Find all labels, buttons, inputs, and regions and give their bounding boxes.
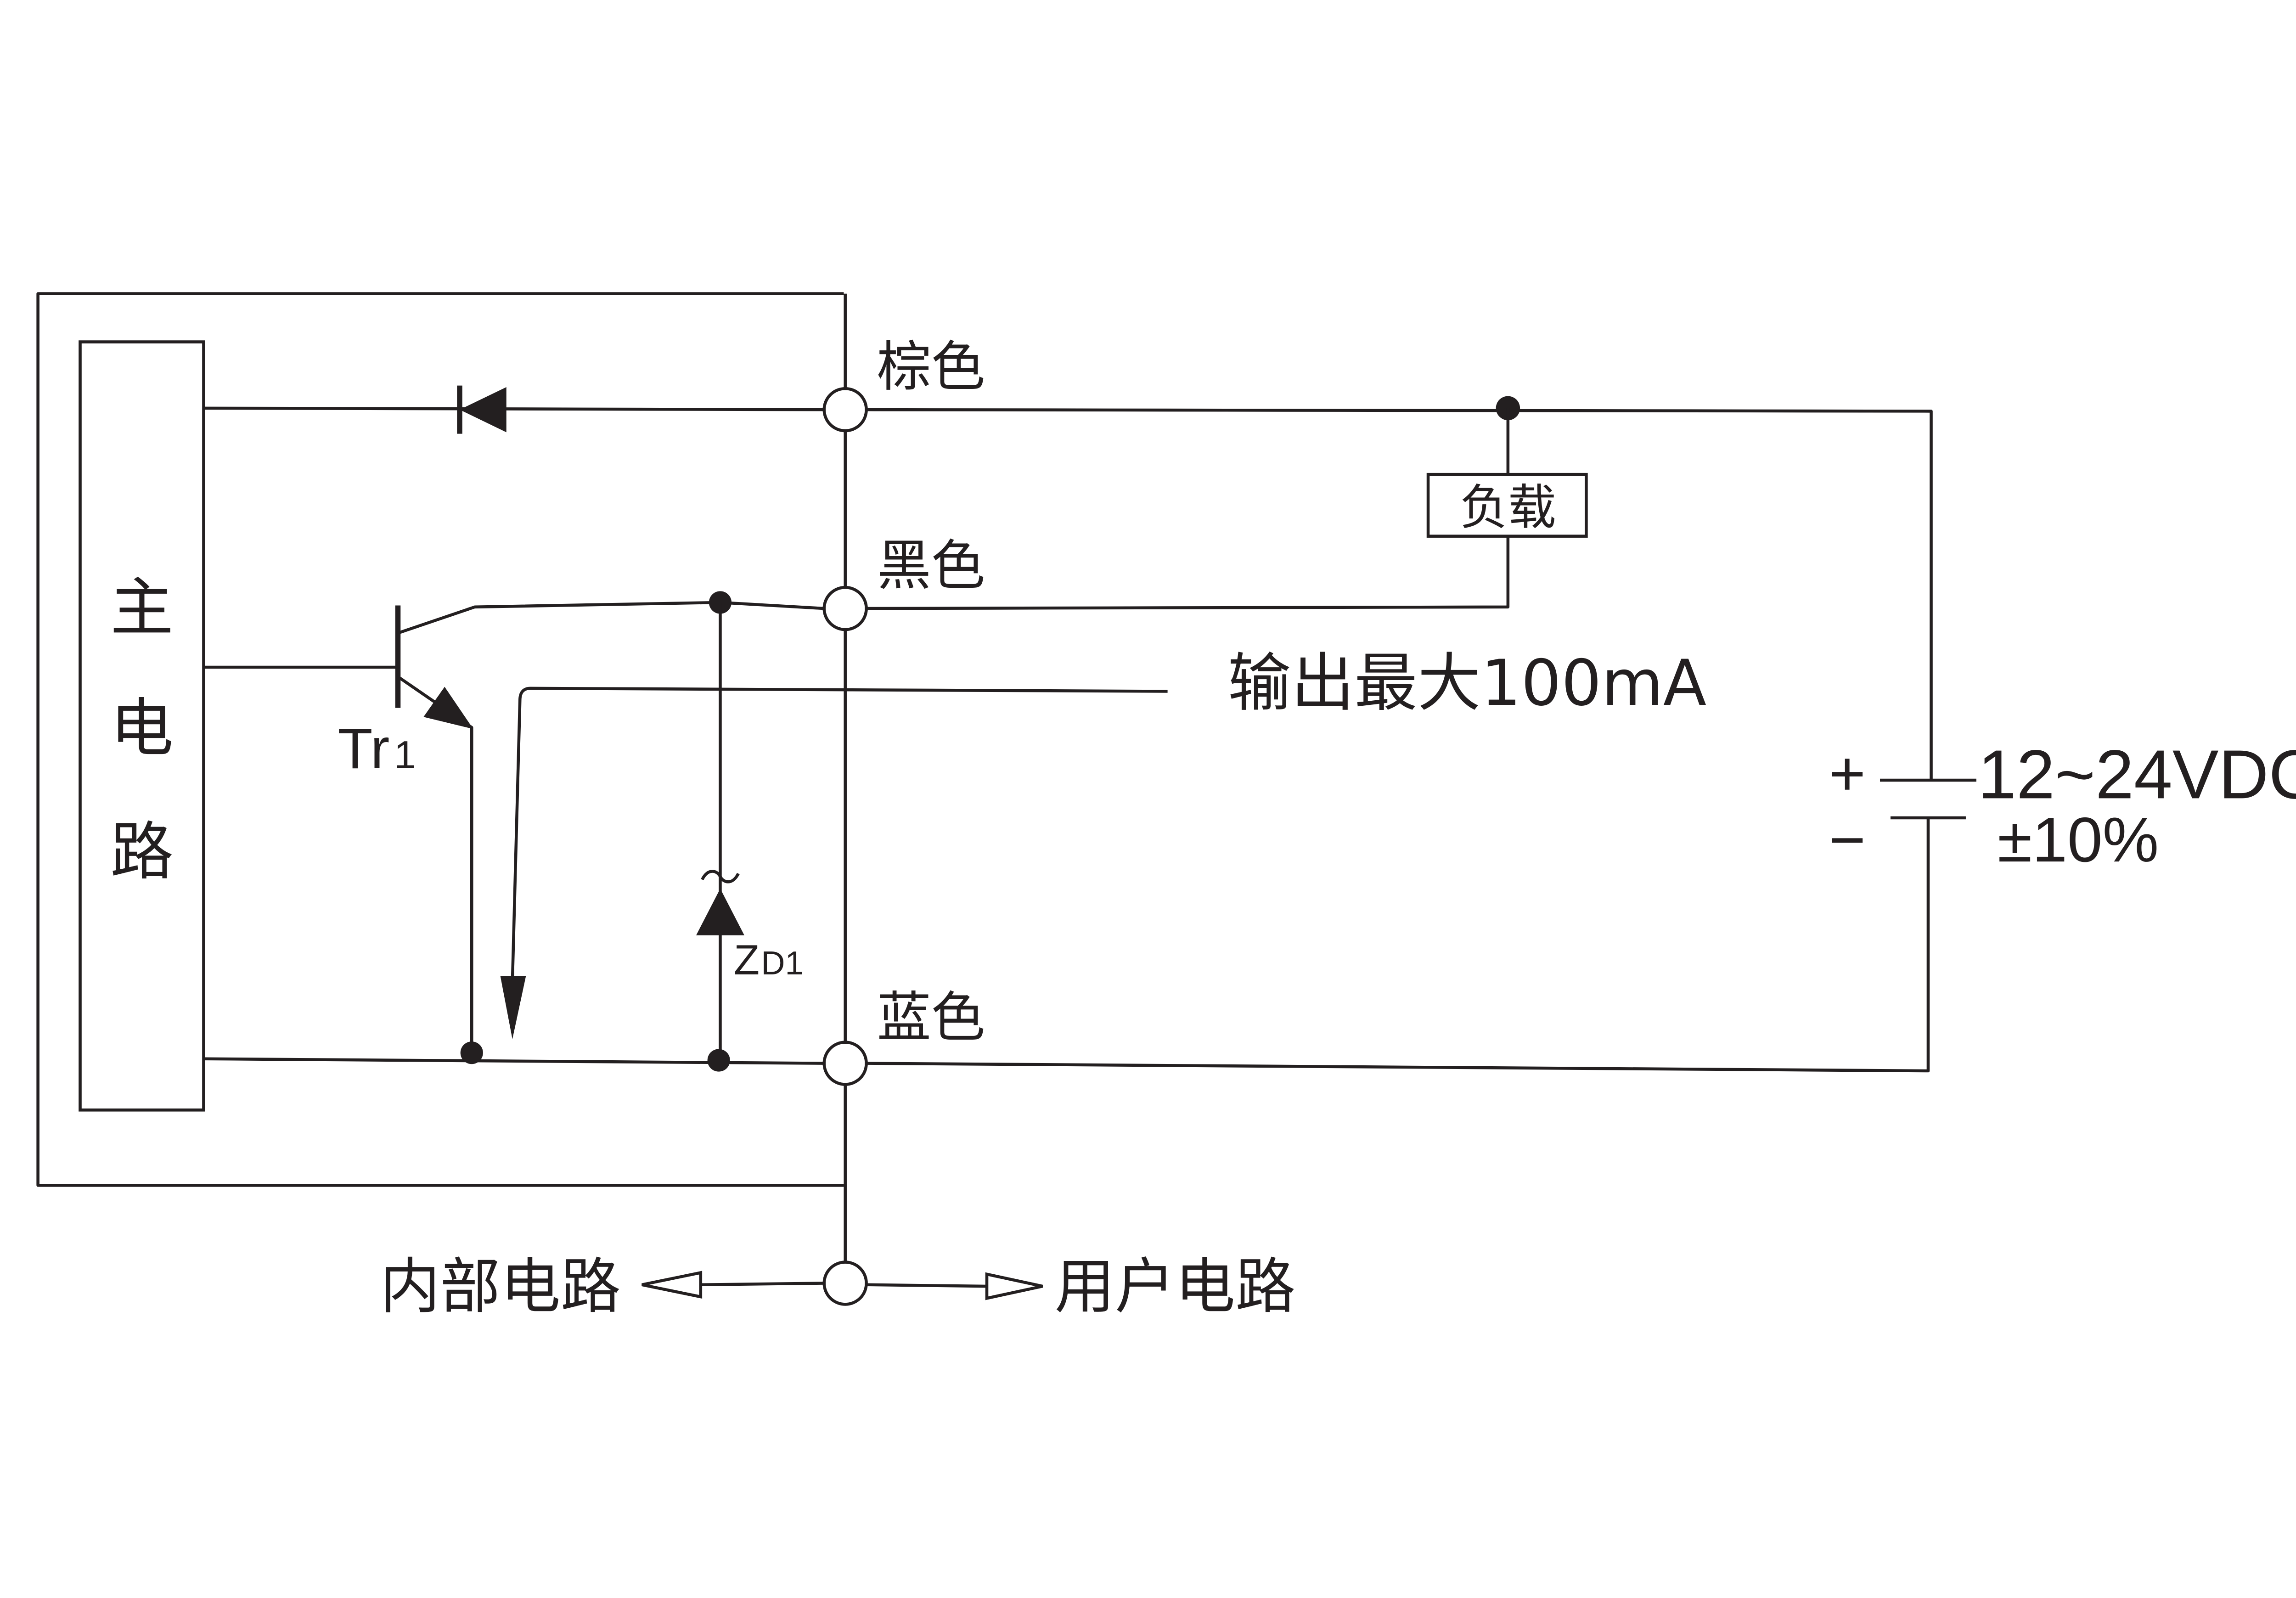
- transistor-emitter-arrow-icon: [423, 686, 473, 729]
- supply-tolerance-label: ±10%: [1998, 805, 2159, 875]
- output-current-note: 输出最大100mA: [1228, 647, 1706, 720]
- zener-label-sub: D1: [761, 945, 803, 982]
- legend-internal-label: 内部电路: [380, 1251, 621, 1322]
- output-current-path: [511, 686, 1168, 982]
- supply-voltage-label: 12~24VDC: [1978, 735, 2296, 813]
- load-label: 负载: [1460, 479, 1556, 535]
- zener-top-junction-dot: [709, 591, 732, 614]
- main-circuit-label-3: 路: [110, 815, 174, 889]
- main-circuit-block: [79, 340, 205, 1112]
- terminal-black-label: 黑色: [877, 534, 985, 597]
- sensor-housing-outline: [36, 292, 844, 1187]
- zener-diode-triangle: [696, 889, 744, 935]
- black-wire-internal: [399, 601, 824, 634]
- supply-minus-sign: −: [1829, 805, 1865, 875]
- legend-user-arrow-icon: [985, 1272, 1043, 1300]
- terminal-blue: [822, 1041, 868, 1086]
- black-wire-external: [866, 536, 1510, 610]
- zener-bottom-junction-dot: [707, 1049, 730, 1072]
- terminal-brown: [822, 387, 868, 433]
- terminal-brown-label: 棕色: [877, 335, 985, 399]
- blue-wire-internal: [203, 1057, 824, 1065]
- brown-wire-internal: [203, 406, 824, 411]
- supply-plus-sign: +: [1829, 738, 1865, 809]
- legend-user-label: 用户电路: [1055, 1251, 1296, 1322]
- output-current-arrow-icon: [500, 976, 526, 1040]
- terminal-blue-label: 蓝色: [877, 986, 985, 1049]
- emitter-junction-dot: [460, 1041, 483, 1064]
- brown-wire-external: [866, 408, 1933, 781]
- legend-user-line: [866, 1283, 987, 1288]
- zener-tilde-icon: [701, 870, 740, 883]
- legend-internal-arrow-icon: [642, 1271, 703, 1299]
- main-circuit-label-1: 主: [110, 571, 174, 645]
- zener-label-main: Z: [734, 937, 760, 984]
- main-circuit-label-2: 电: [110, 692, 174, 765]
- transistor-label-sub: 1: [394, 733, 416, 777]
- protection-diode-triangle: [460, 387, 506, 433]
- blue-wire-external: [866, 817, 1930, 1073]
- terminal-black: [822, 585, 868, 631]
- legend-terminal: [822, 1260, 868, 1306]
- legend-internal-line: [700, 1282, 824, 1287]
- load-box: [1426, 473, 1588, 538]
- transistor-label-main: Tr: [338, 717, 389, 781]
